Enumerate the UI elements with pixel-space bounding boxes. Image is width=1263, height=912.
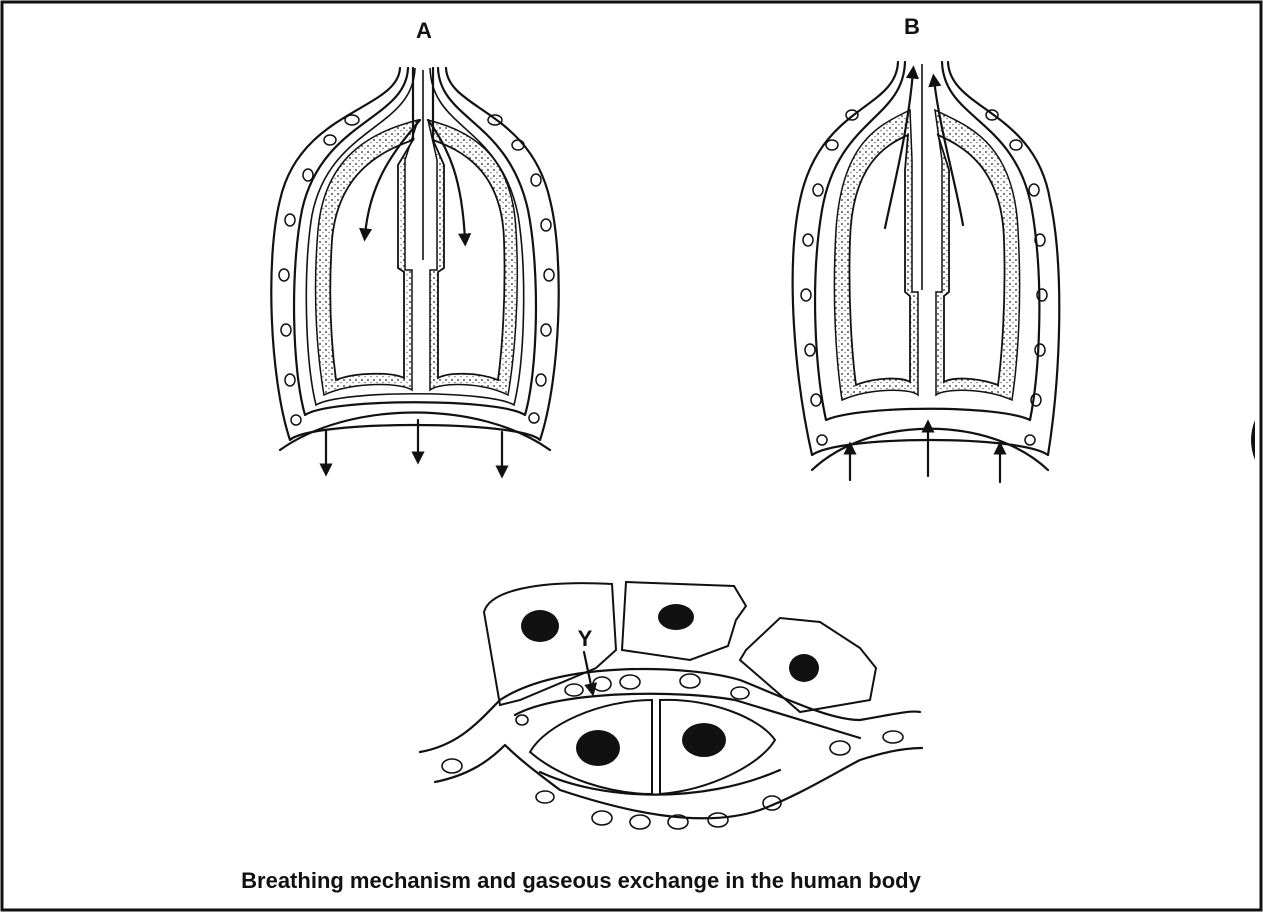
diagram-caption: Breathing mechanism and gaseous exchange…	[241, 868, 921, 893]
lung-diagram-b	[793, 62, 1060, 482]
label-a: A	[416, 18, 432, 43]
edge-mark	[1251, 420, 1255, 460]
label-y: Y	[578, 626, 593, 651]
alveolus-diagram: Y	[420, 582, 922, 829]
lung-diagram-a	[271, 68, 558, 472]
label-b: B	[904, 14, 920, 39]
